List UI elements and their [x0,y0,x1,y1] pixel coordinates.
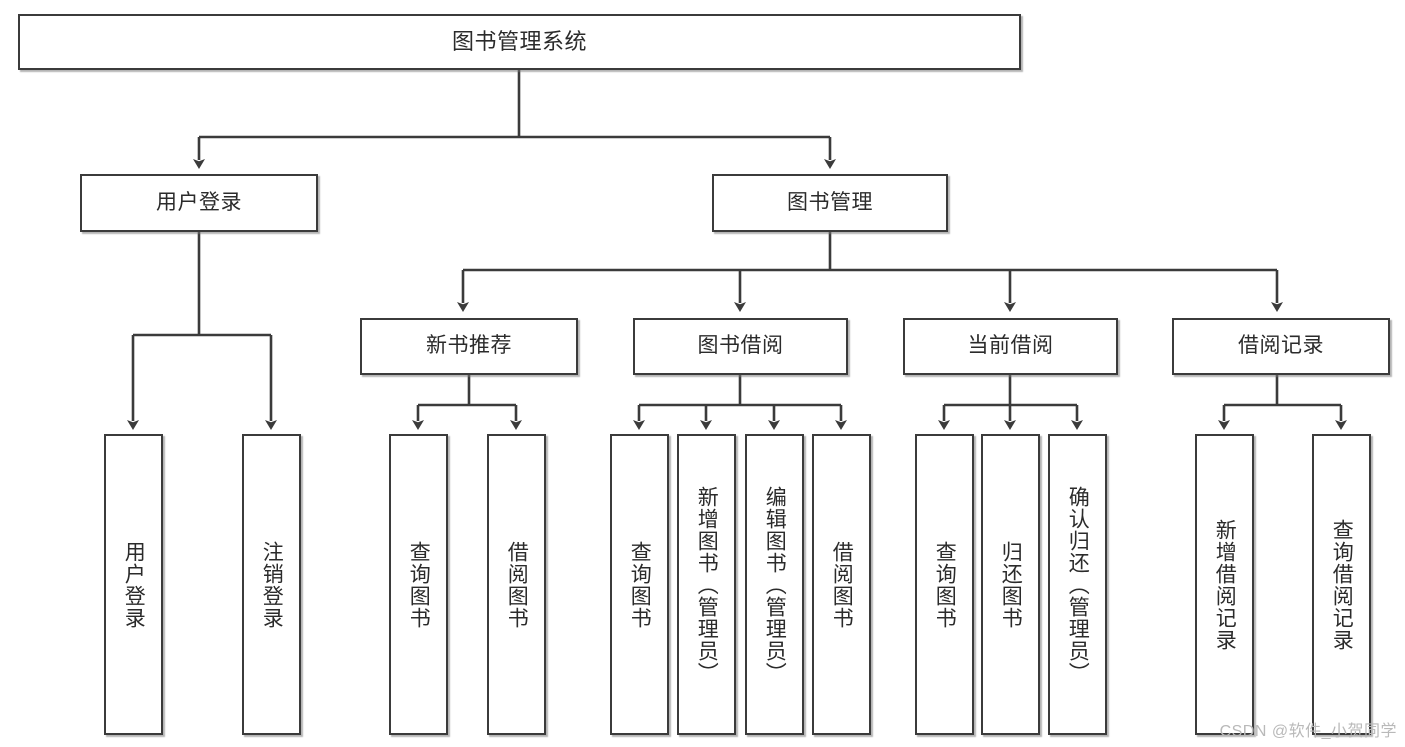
leaf-label: 借阅图书 [830,540,854,629]
leaf-book-borrow-edit[interactable]: 编辑图书（管理员） [745,434,804,735]
leaf-new-book-query[interactable]: 查询图书 [389,434,448,735]
node-book-management-label: 图书管理 [787,190,873,214]
node-root[interactable]: 图书管理系统 [18,14,1021,70]
leaf-current-borrow-query[interactable]: 查询图书 [915,434,974,735]
leaf-user-login-login[interactable]: 用户登录 [104,434,163,735]
leaf-borrow-record-query[interactable]: 查询借阅记录 [1312,434,1371,735]
leaf-book-borrow-add[interactable]: 新增图书（管理员） [677,434,736,735]
leaf-label: 查询图书 [628,540,652,629]
leaf-label: 用户登录 [122,540,146,629]
leaf-label: 新增借阅记录 [1213,518,1237,651]
leaf-current-borrow-return[interactable]: 归还图书 [981,434,1040,735]
node-borrow-record[interactable]: 借阅记录 [1172,318,1390,375]
node-borrow-record-label: 借阅记录 [1238,334,1324,358]
leaf-label: 新增图书（管理员） [695,485,719,684]
leaf-label: 查询图书 [407,540,431,629]
node-book-borrow-label: 图书借阅 [697,334,784,358]
node-current-borrow-label: 当前借阅 [967,334,1054,358]
node-user-login[interactable]: 用户登录 [80,174,318,232]
leaf-user-login-logout[interactable]: 注销登录 [242,434,301,735]
leaf-label: 查询图书 [933,540,957,629]
node-book-borrow[interactable]: 图书借阅 [633,318,848,375]
leaf-current-borrow-confirm-return[interactable]: 确认归还（管理员） [1048,434,1107,735]
watermark: CSDN @软件_小贺同学 [1219,723,1397,740]
leaf-new-book-borrow[interactable]: 借阅图书 [487,434,546,735]
node-new-book-recommend-label: 新书推荐 [426,334,512,358]
node-root-label: 图书管理系统 [451,29,587,55]
leaf-label: 编辑图书（管理员） [763,485,787,684]
leaf-label: 注销登录 [260,540,284,629]
node-current-borrow[interactable]: 当前借阅 [903,318,1118,375]
leaf-label: 归还图书 [999,540,1023,629]
leaf-label: 查询借阅记录 [1330,518,1354,651]
node-book-management[interactable]: 图书管理 [712,174,948,232]
leaf-borrow-record-add[interactable]: 新增借阅记录 [1195,434,1254,735]
node-new-book-recommend[interactable]: 新书推荐 [360,318,578,375]
leaf-book-borrow-query[interactable]: 查询图书 [610,434,669,735]
node-user-login-label: 用户登录 [156,190,242,214]
leaf-label: 借阅图书 [505,540,529,629]
leaf-label: 确认归还（管理员） [1066,485,1090,684]
leaf-book-borrow-borrow[interactable]: 借阅图书 [812,434,871,735]
